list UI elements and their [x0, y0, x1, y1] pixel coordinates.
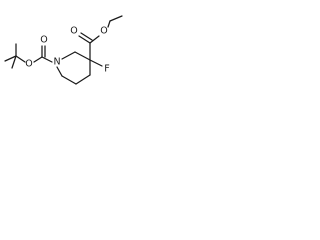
- boc-ester-oxygen-label: O: [25, 59, 32, 70]
- bond-skeleton: [4, 15, 123, 85]
- ethyl-carbonyl-oxygen-label: O: [70, 26, 77, 37]
- fluorine-label: F: [104, 64, 109, 75]
- ring-bond-c4-c5: [75, 74, 91, 85]
- bond-tbu-methyl-bottom: [11, 55, 17, 69]
- bond-oxygen-to-boc-carbon: [33, 56, 43, 63]
- bond-boc-to-nitrogen: [41, 56, 53, 63]
- ring-bond-n-c2: [61, 51, 76, 60]
- atom-labels: O O N O O F: [25, 26, 109, 75]
- bond-c3-fluorine: [89, 59, 103, 67]
- bond-tbu-methyl-left: [4, 55, 17, 62]
- bond-ester-carbonyl-1: [78, 35, 91, 44]
- ring-bond-c2-c3: [74, 51, 91, 61]
- bond-ester-carbon-to-oxygen: [89, 35, 100, 44]
- boc-carbonyl-oxygen-label: O: [40, 35, 47, 46]
- chemical-structure: O O N O O F: [4, 15, 123, 85]
- ring-nitrogen-label: N: [53, 57, 60, 68]
- ring-bond-c6-n: [56, 66, 63, 77]
- ring-bond-c5-c6: [61, 75, 77, 85]
- bond-oxygen-to-ethyl: [107, 20, 111, 28]
- bond-ethyl-to-methyl: [109, 15, 123, 22]
- ethyl-ester-oxygen-label: O: [100, 26, 107, 37]
- bond-ester-carbonyl-2: [80, 32, 93, 41]
- bond-tbu-to-oxygen: [15, 55, 26, 63]
